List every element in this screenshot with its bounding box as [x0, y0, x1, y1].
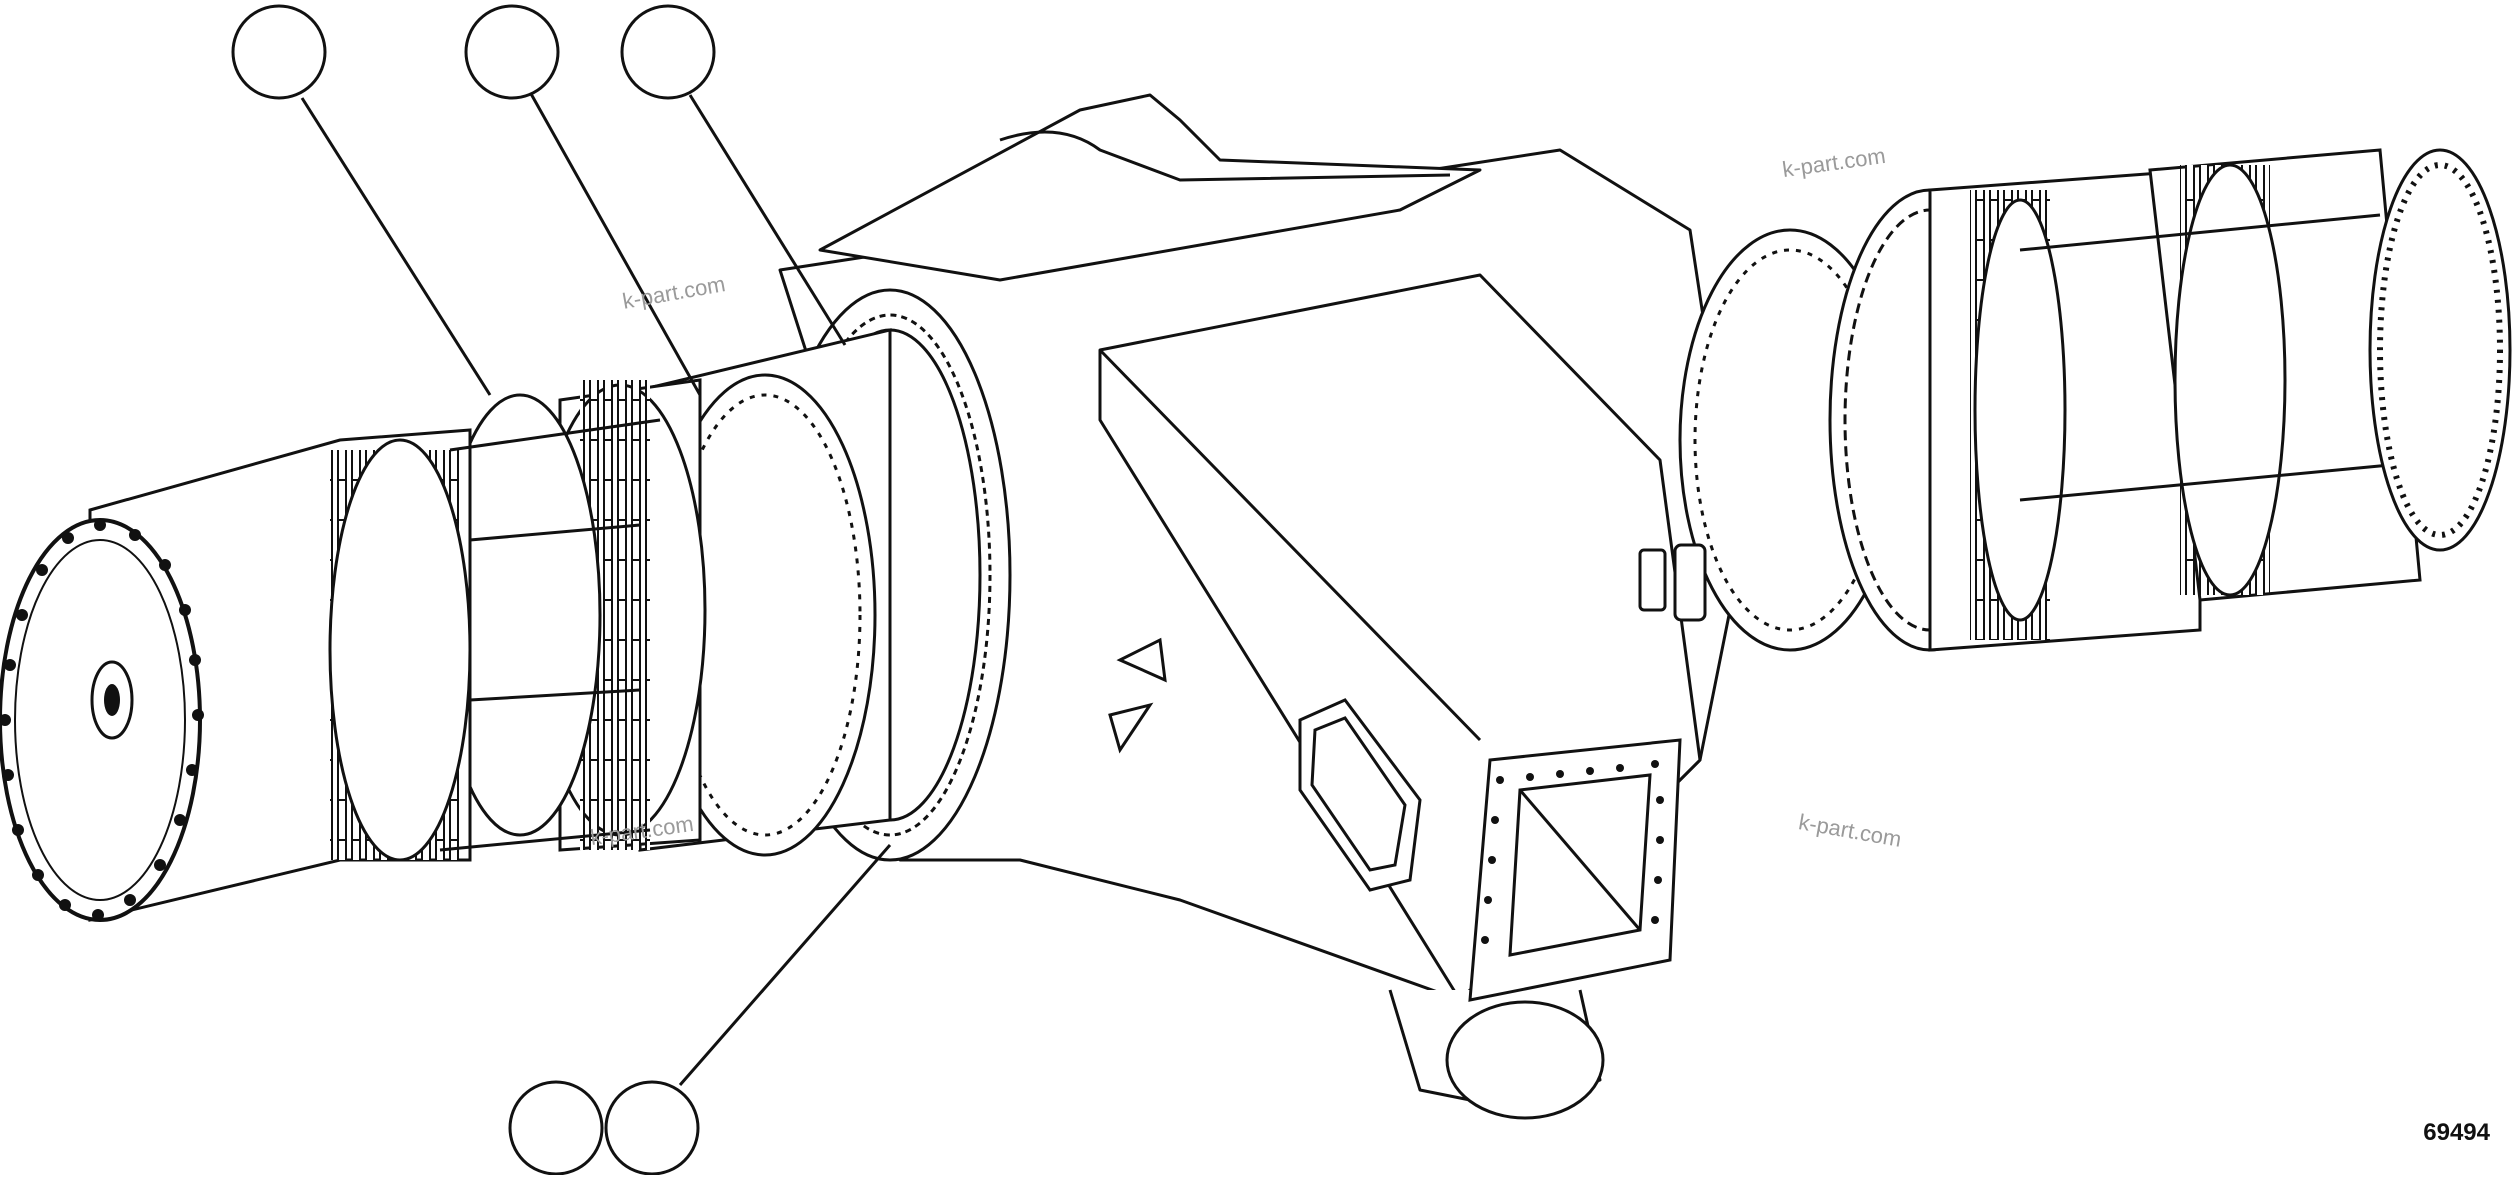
callout-3: [620, 4, 716, 100]
callout-5: [604, 1080, 700, 1175]
right-brake-drum: [2019, 148, 2512, 602]
right-planetary-hub: [1678, 168, 2202, 652]
housing-markers: [1108, 543, 1707, 754]
callout-4: [508, 1080, 604, 1175]
left-planetary-hub: [438, 328, 892, 857]
flange-bolts: [1481, 760, 1664, 944]
figure-number: 69494: [2423, 1119, 2490, 1146]
callout-1: [231, 4, 327, 100]
callout-2: [464, 4, 560, 100]
rear-flange: [1468, 738, 1682, 1002]
left-wheel-bolts: [0, 519, 204, 921]
leader-lines: [300, 91, 892, 1086]
access-panel: [1298, 698, 1422, 892]
